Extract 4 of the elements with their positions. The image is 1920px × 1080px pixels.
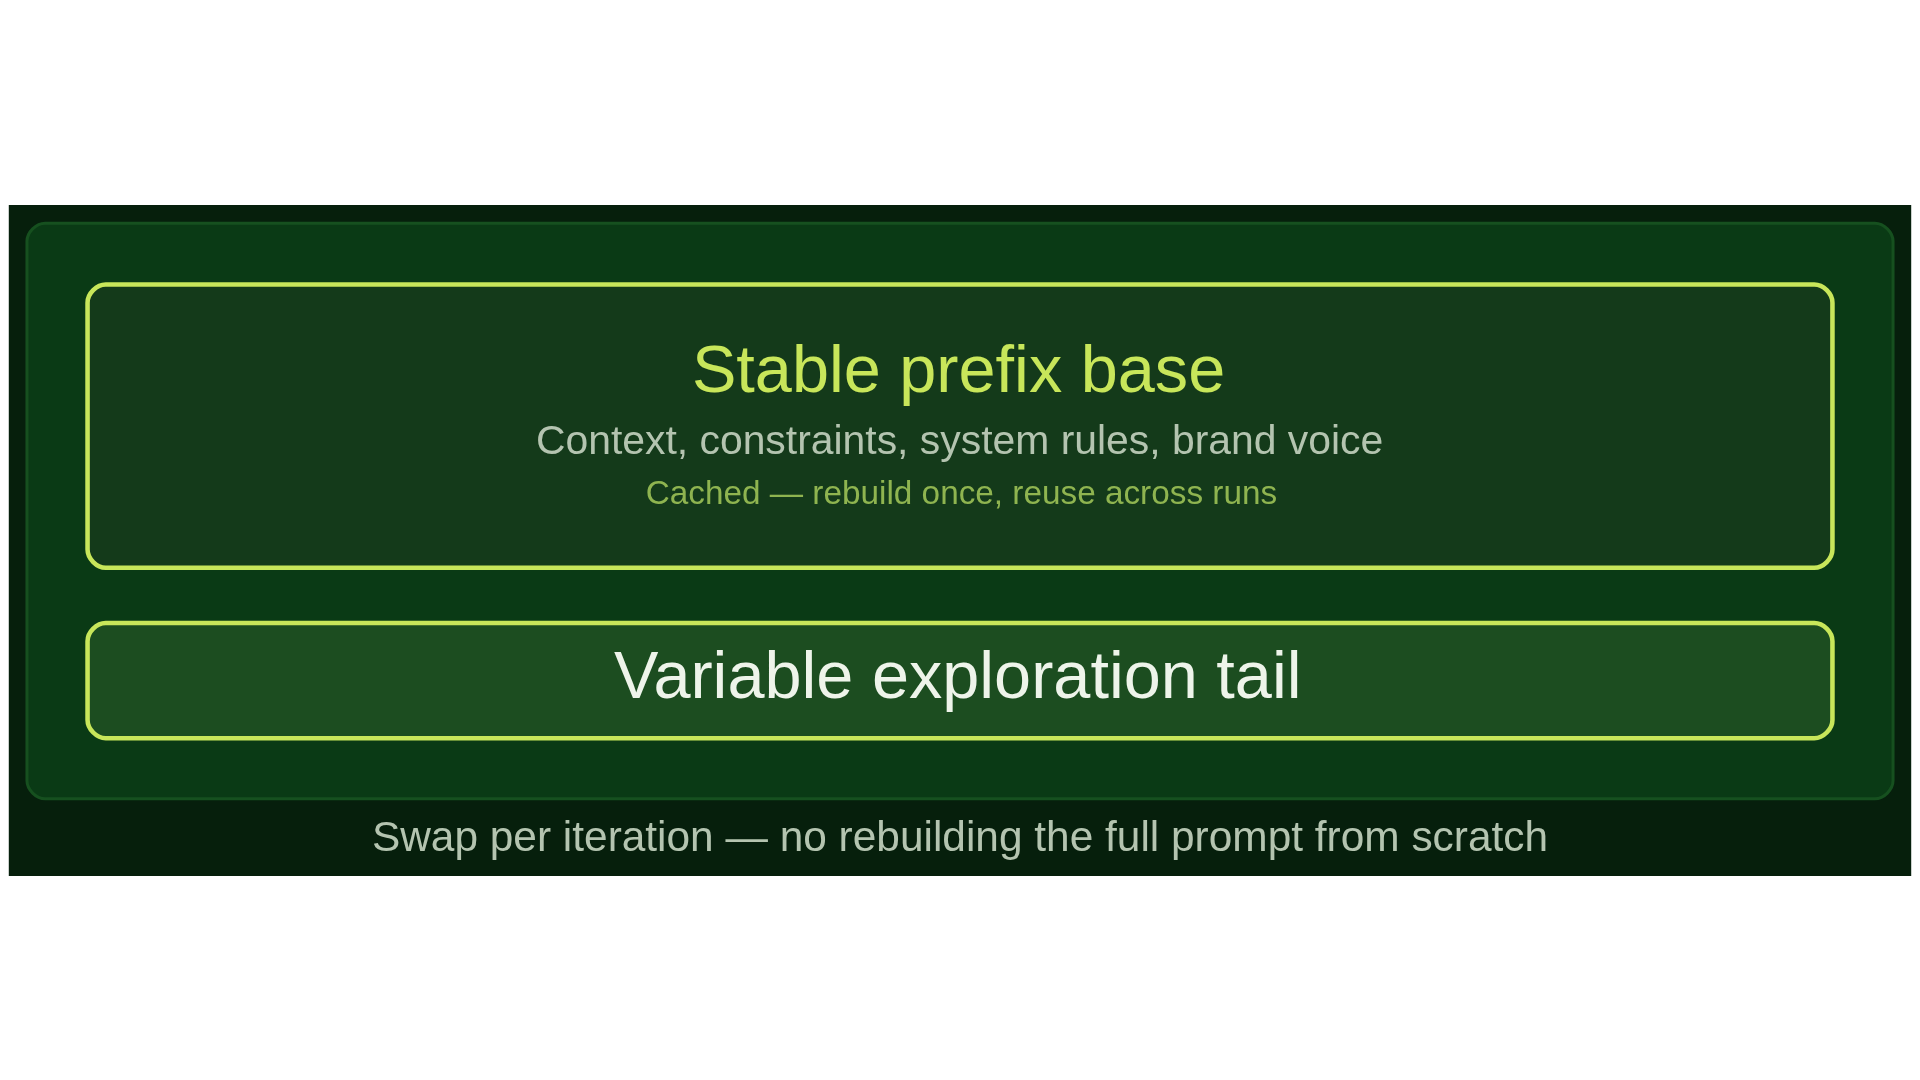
caption: Swap per iteration — no rebuilding the full prompt from scratch — [371, 812, 1549, 860]
node-box: Stable prefix base Context, constraints, system rules, brand voice Cached — rebuild once, reuse across runs — [85, 281, 1835, 570]
cluster — [25, 221, 1895, 800]
node-box: Variable exploration tail — [85, 620, 1835, 740]
